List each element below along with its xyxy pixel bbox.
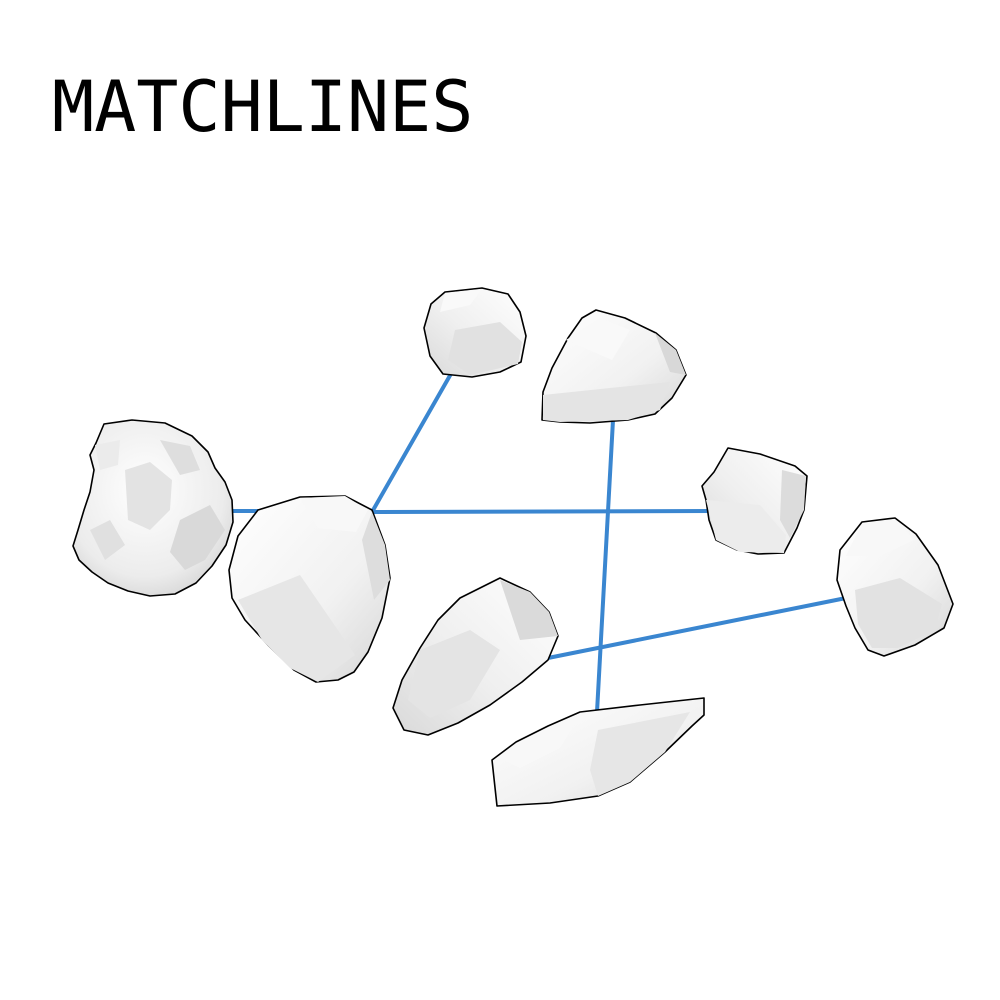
- matchline-oval-to-far-right: [536, 594, 858, 662]
- matchlines-group: [218, 370, 858, 714]
- rock-oval-center: [392, 577, 559, 736]
- matchline-large-to-small-top: [370, 370, 454, 514]
- rock-far-right: [836, 517, 954, 657]
- matchline-wedge-to-flat-bottom: [595, 418, 615, 714]
- rock-large-center: [228, 495, 391, 683]
- rock-wedge-top: [541, 309, 687, 424]
- rock-rough-left: [72, 419, 234, 597]
- matchline-large-to-right-block: [370, 509, 714, 514]
- rock-flat-bottom: [491, 697, 705, 807]
- rock-small-top: [423, 287, 527, 378]
- rock-block-right: [701, 447, 808, 555]
- diagram-title: MATCHLINES: [52, 66, 474, 148]
